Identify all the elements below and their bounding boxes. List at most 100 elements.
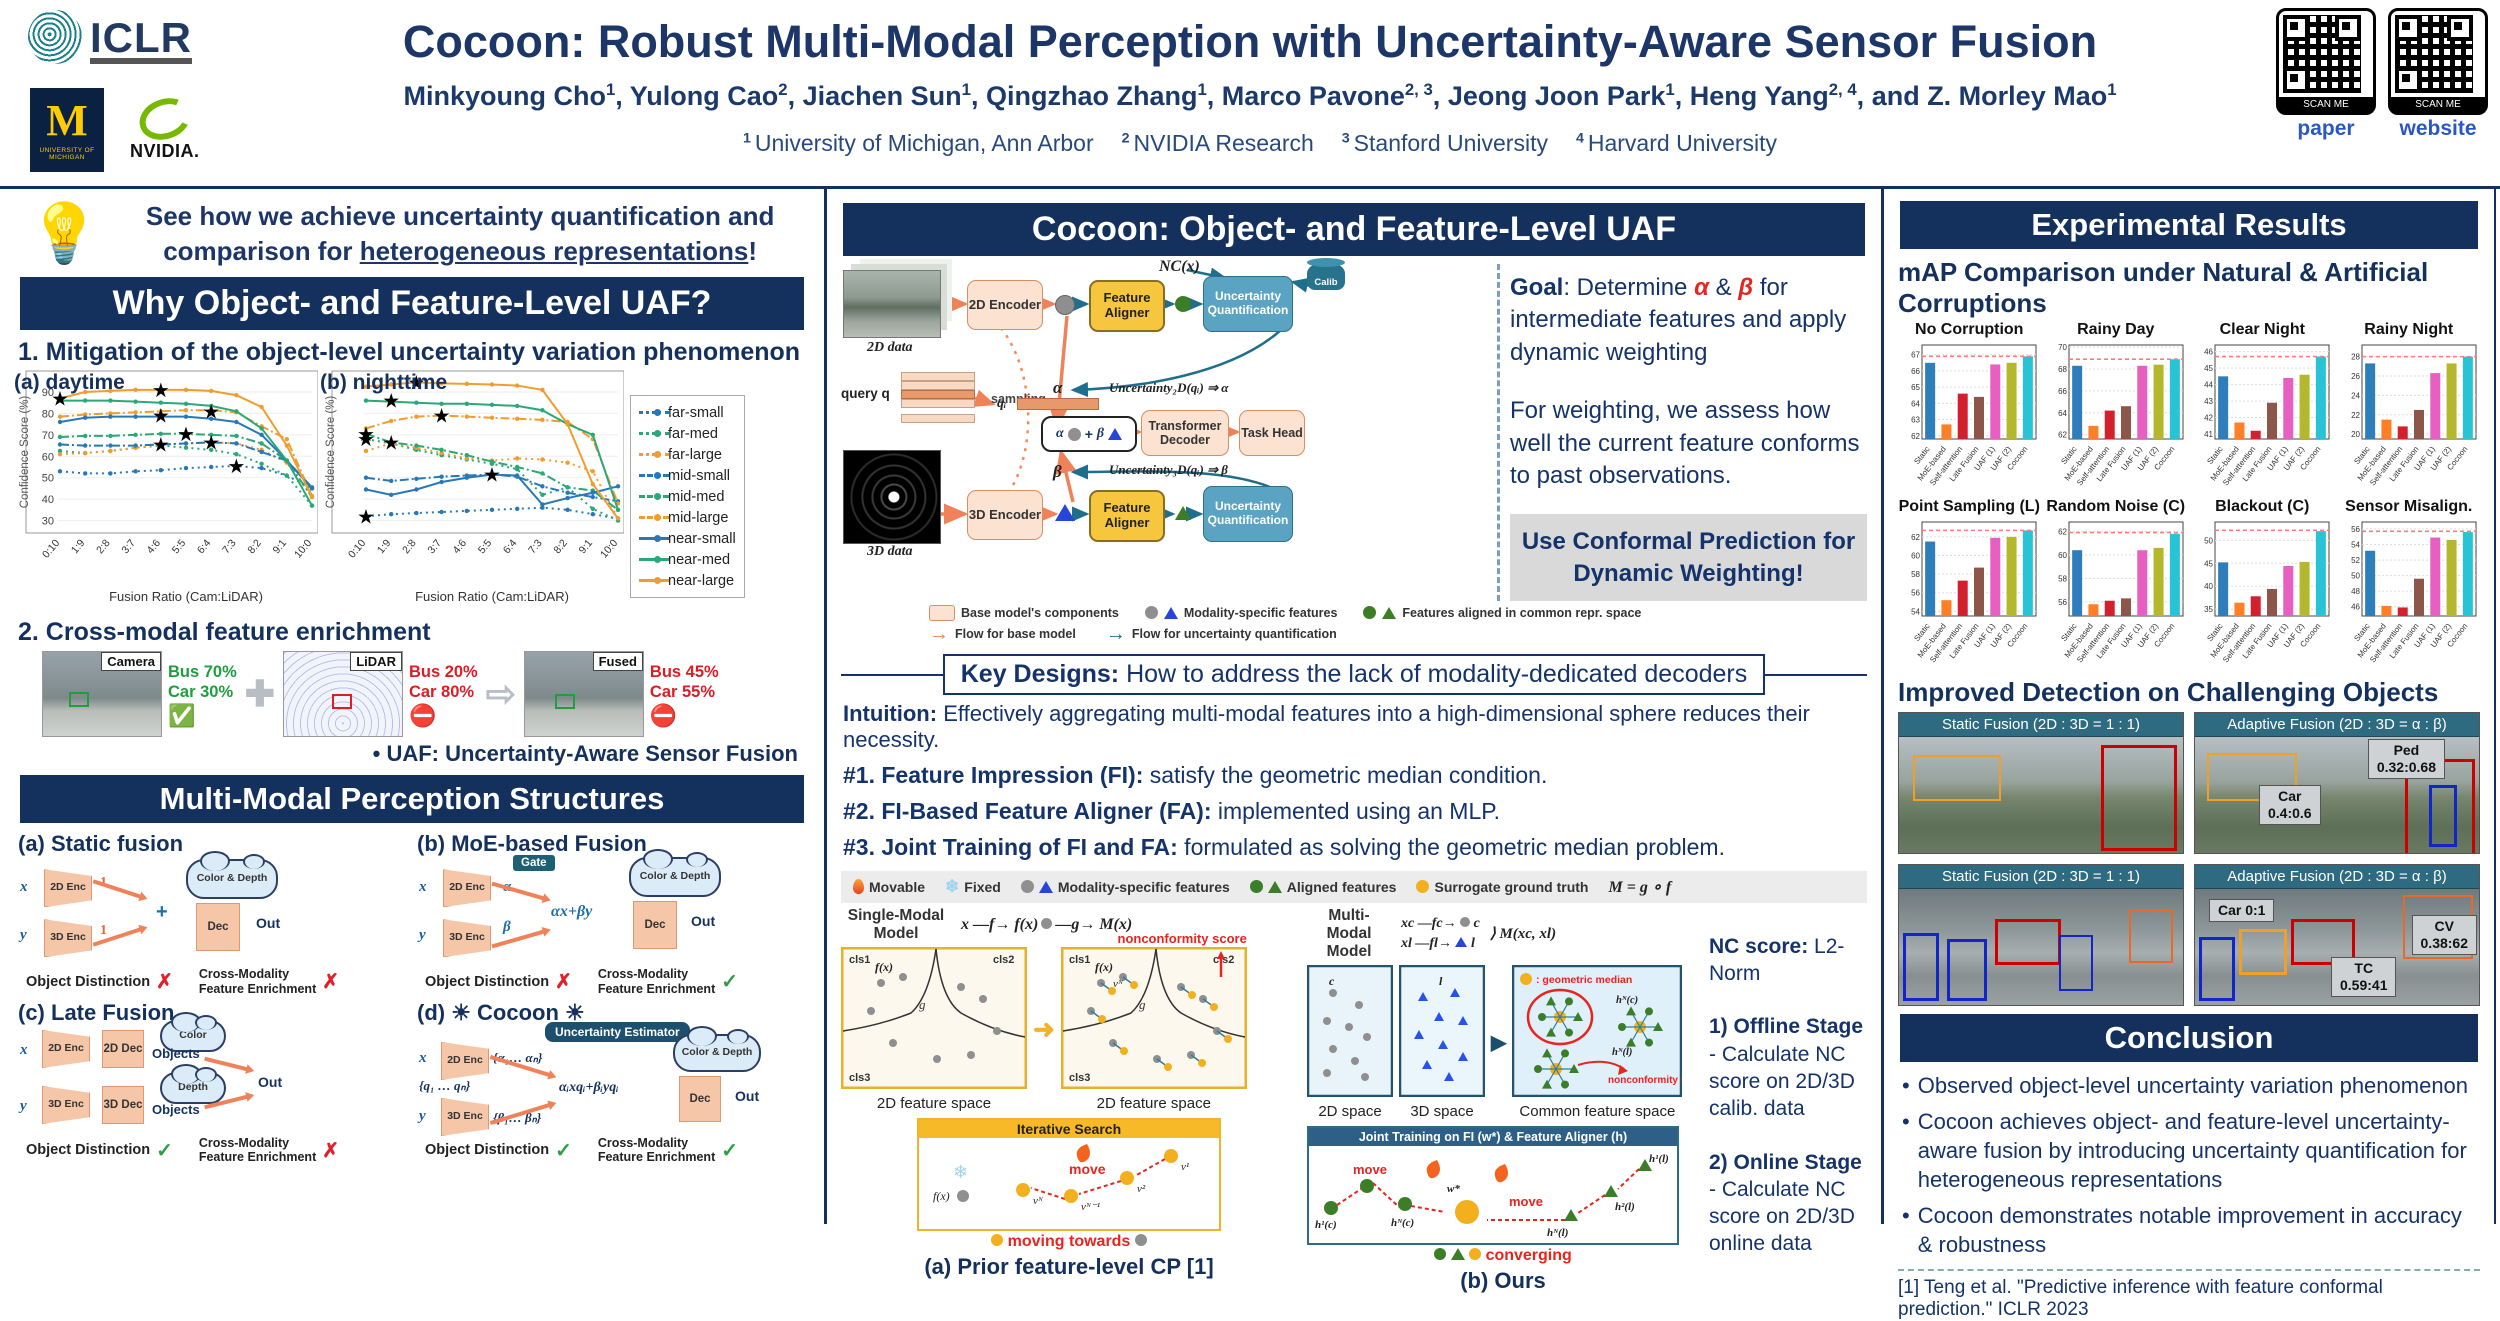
formula-l: l — [1470, 935, 1475, 951]
svg-text:6:4: 6:4 — [195, 537, 214, 556]
color-depth-cloud: Color & Depth — [673, 1025, 761, 1072]
3d-data-label: 3D data — [867, 544, 913, 559]
banner-cocoon-uaf: Cocoon: Object- and Feature-Level UAF — [841, 201, 1867, 258]
svg-text:★: ★ — [357, 424, 375, 446]
svg-text:move: move — [1509, 1194, 1543, 1209]
mark-glyph: ✗ — [555, 971, 572, 994]
svg-text:64: 64 — [2058, 409, 2067, 418]
check-icon: ✅ — [168, 702, 196, 728]
structure-title: (b) MoE-based Fusion — [417, 831, 647, 857]
svg-text:46: 46 — [2351, 603, 2360, 612]
banner-conclusion: Conclusion — [1898, 1012, 2480, 1064]
feature-space-caption: 2D feature space — [1096, 1094, 1211, 1112]
blue-bbox-icon — [1947, 939, 1987, 1001]
green-triangle-icon — [1382, 606, 1397, 619]
svg-text:3:7: 3:7 — [119, 537, 138, 556]
legend-surrogate: Surrogate ground truth — [1416, 879, 1588, 895]
dec-box: Dec — [196, 903, 240, 952]
svg-text:g: g — [1139, 997, 1146, 1012]
legend-marker-icon — [654, 556, 661, 564]
svg-text:56: 56 — [2058, 598, 2067, 607]
legend-label: Features aligned in common repr. space — [1402, 605, 1642, 620]
svg-text:7:3: 7:3 — [220, 537, 239, 556]
out-label: Out — [691, 913, 716, 930]
svg-text:45: 45 — [2204, 559, 2213, 568]
qr-pattern — [2395, 15, 2473, 93]
uncertainty2d-formula: Uncertainty₂D(qᵢ) ⇒ α — [1109, 380, 1229, 395]
svg-text:1:9: 1:9 — [375, 537, 394, 556]
goal-beta: β — [1738, 274, 1754, 301]
goal-label: Goal — [1510, 274, 1564, 301]
svg-text:cls3: cls3 — [849, 1072, 870, 1084]
moving-towards-text: moving towards — [1007, 1232, 1131, 1250]
enc3d-trap: 3D Enc — [443, 919, 491, 958]
bullet-icon: • — [1902, 1073, 1910, 1098]
svg-text:10:0: 10:0 — [598, 537, 620, 560]
enrichment-row: Camera Bus 70% Car 30% ✅ ✚ LiDAR Bus 20%… — [42, 651, 806, 738]
gray-dot-icon — [1041, 917, 1053, 929]
single-modal-label: Single-Modal Model — [847, 906, 945, 942]
svg-text:62: 62 — [1911, 432, 1920, 441]
legend-item: mid-large — [639, 507, 736, 528]
camera-scores: Bus 70% Car 30% ✅ — [168, 662, 237, 727]
map-comparison-title: mAP Comparison under Natural & Artificia… — [1898, 257, 2429, 318]
svg-text:cls2: cls2 — [993, 954, 1014, 966]
goal-p1: : Determine — [1563, 274, 1695, 301]
composition-formula: M = g ∘ f — [1608, 878, 1672, 896]
affiliation: 2 NVIDIA Research — [1121, 130, 1314, 156]
x-label: x — [20, 879, 28, 896]
single-modal-header: Single-Modal Model x —f→ f(x)—g→ M(x) — [841, 907, 1297, 943]
legend-label: Flow for base model — [955, 626, 1076, 641]
transformer-decoder-box: Transformer Decoder — [1141, 410, 1229, 456]
legend-marker-icon — [654, 577, 661, 585]
svg-text:c: c — [1329, 974, 1335, 988]
x-label: x — [419, 1049, 427, 1066]
uncertainty-quantification-3d-box: Uncertainty Quantification — [1203, 486, 1293, 542]
object-distinction-mark: Object Distinction✗ — [26, 969, 173, 994]
red-bbox-icon — [2291, 919, 2355, 965]
intuition-rest: Effectively aggregating multi-modal feat… — [843, 700, 1810, 752]
query-bar — [901, 372, 975, 381]
2d-data-image — [843, 270, 941, 338]
ours-panel: Multi-Modal Model xc —fc→ c xl —fl→ l ⟩ … — [1306, 907, 1708, 1294]
joint-training-title: Joint Training on FI (w*) & Feature Alig… — [1309, 1127, 1677, 1146]
query-bar — [901, 414, 975, 423]
svg-text:★: ★ — [407, 373, 425, 395]
qr-website-image: SCAN ME — [2388, 8, 2488, 115]
qr-finder-icon — [2335, 15, 2361, 41]
svg-text:vᴺ⁻¹: vᴺ⁻¹ — [1081, 1201, 1100, 1213]
svg-text:nonconformity score: nonconformity score — [1608, 1075, 1682, 1086]
iclr-logo: ICLR — [28, 10, 192, 64]
legend-item: near-large — [639, 570, 736, 591]
legend-marker-icon — [654, 493, 661, 501]
svg-text:67: 67 — [1911, 351, 1920, 360]
space-caption: 2D space — [1318, 1102, 1382, 1120]
svg-text:66: 66 — [2058, 387, 2067, 396]
lidar-scores: Bus 20% Car 80% ⛔ — [409, 662, 478, 727]
intro-text: See how we achieve uncertainty quantific… — [114, 199, 806, 269]
legend-item: mid-med — [639, 486, 736, 507]
legend-base: Base model's components — [929, 604, 1119, 621]
chip-ratio: 0.32:0.68 — [2376, 758, 2436, 775]
enc2d-trap: 2D Enc — [441, 1041, 489, 1080]
mark-label-line: Feature Enrichment — [597, 981, 716, 996]
chart-title: Clear Night — [2219, 321, 2305, 338]
qi-bar — [1017, 398, 1099, 410]
space-caption: Common feature space — [1519, 1102, 1676, 1120]
y-label: y — [20, 927, 27, 944]
svg-text:50: 50 — [2351, 572, 2360, 581]
feature-space-caption: 2D feature space — [876, 1094, 992, 1112]
conclusion-text: Cocoon achieves object- and feature-leve… — [1917, 1109, 2467, 1193]
object-distinction-mark: Object Distinction✓ — [26, 1138, 173, 1163]
3d-data-image — [843, 450, 941, 544]
svg-text:0:10: 0:10 — [346, 537, 368, 560]
gray-dot-icon — [1134, 1233, 1147, 1246]
chip-class: Car — [2278, 788, 2302, 804]
